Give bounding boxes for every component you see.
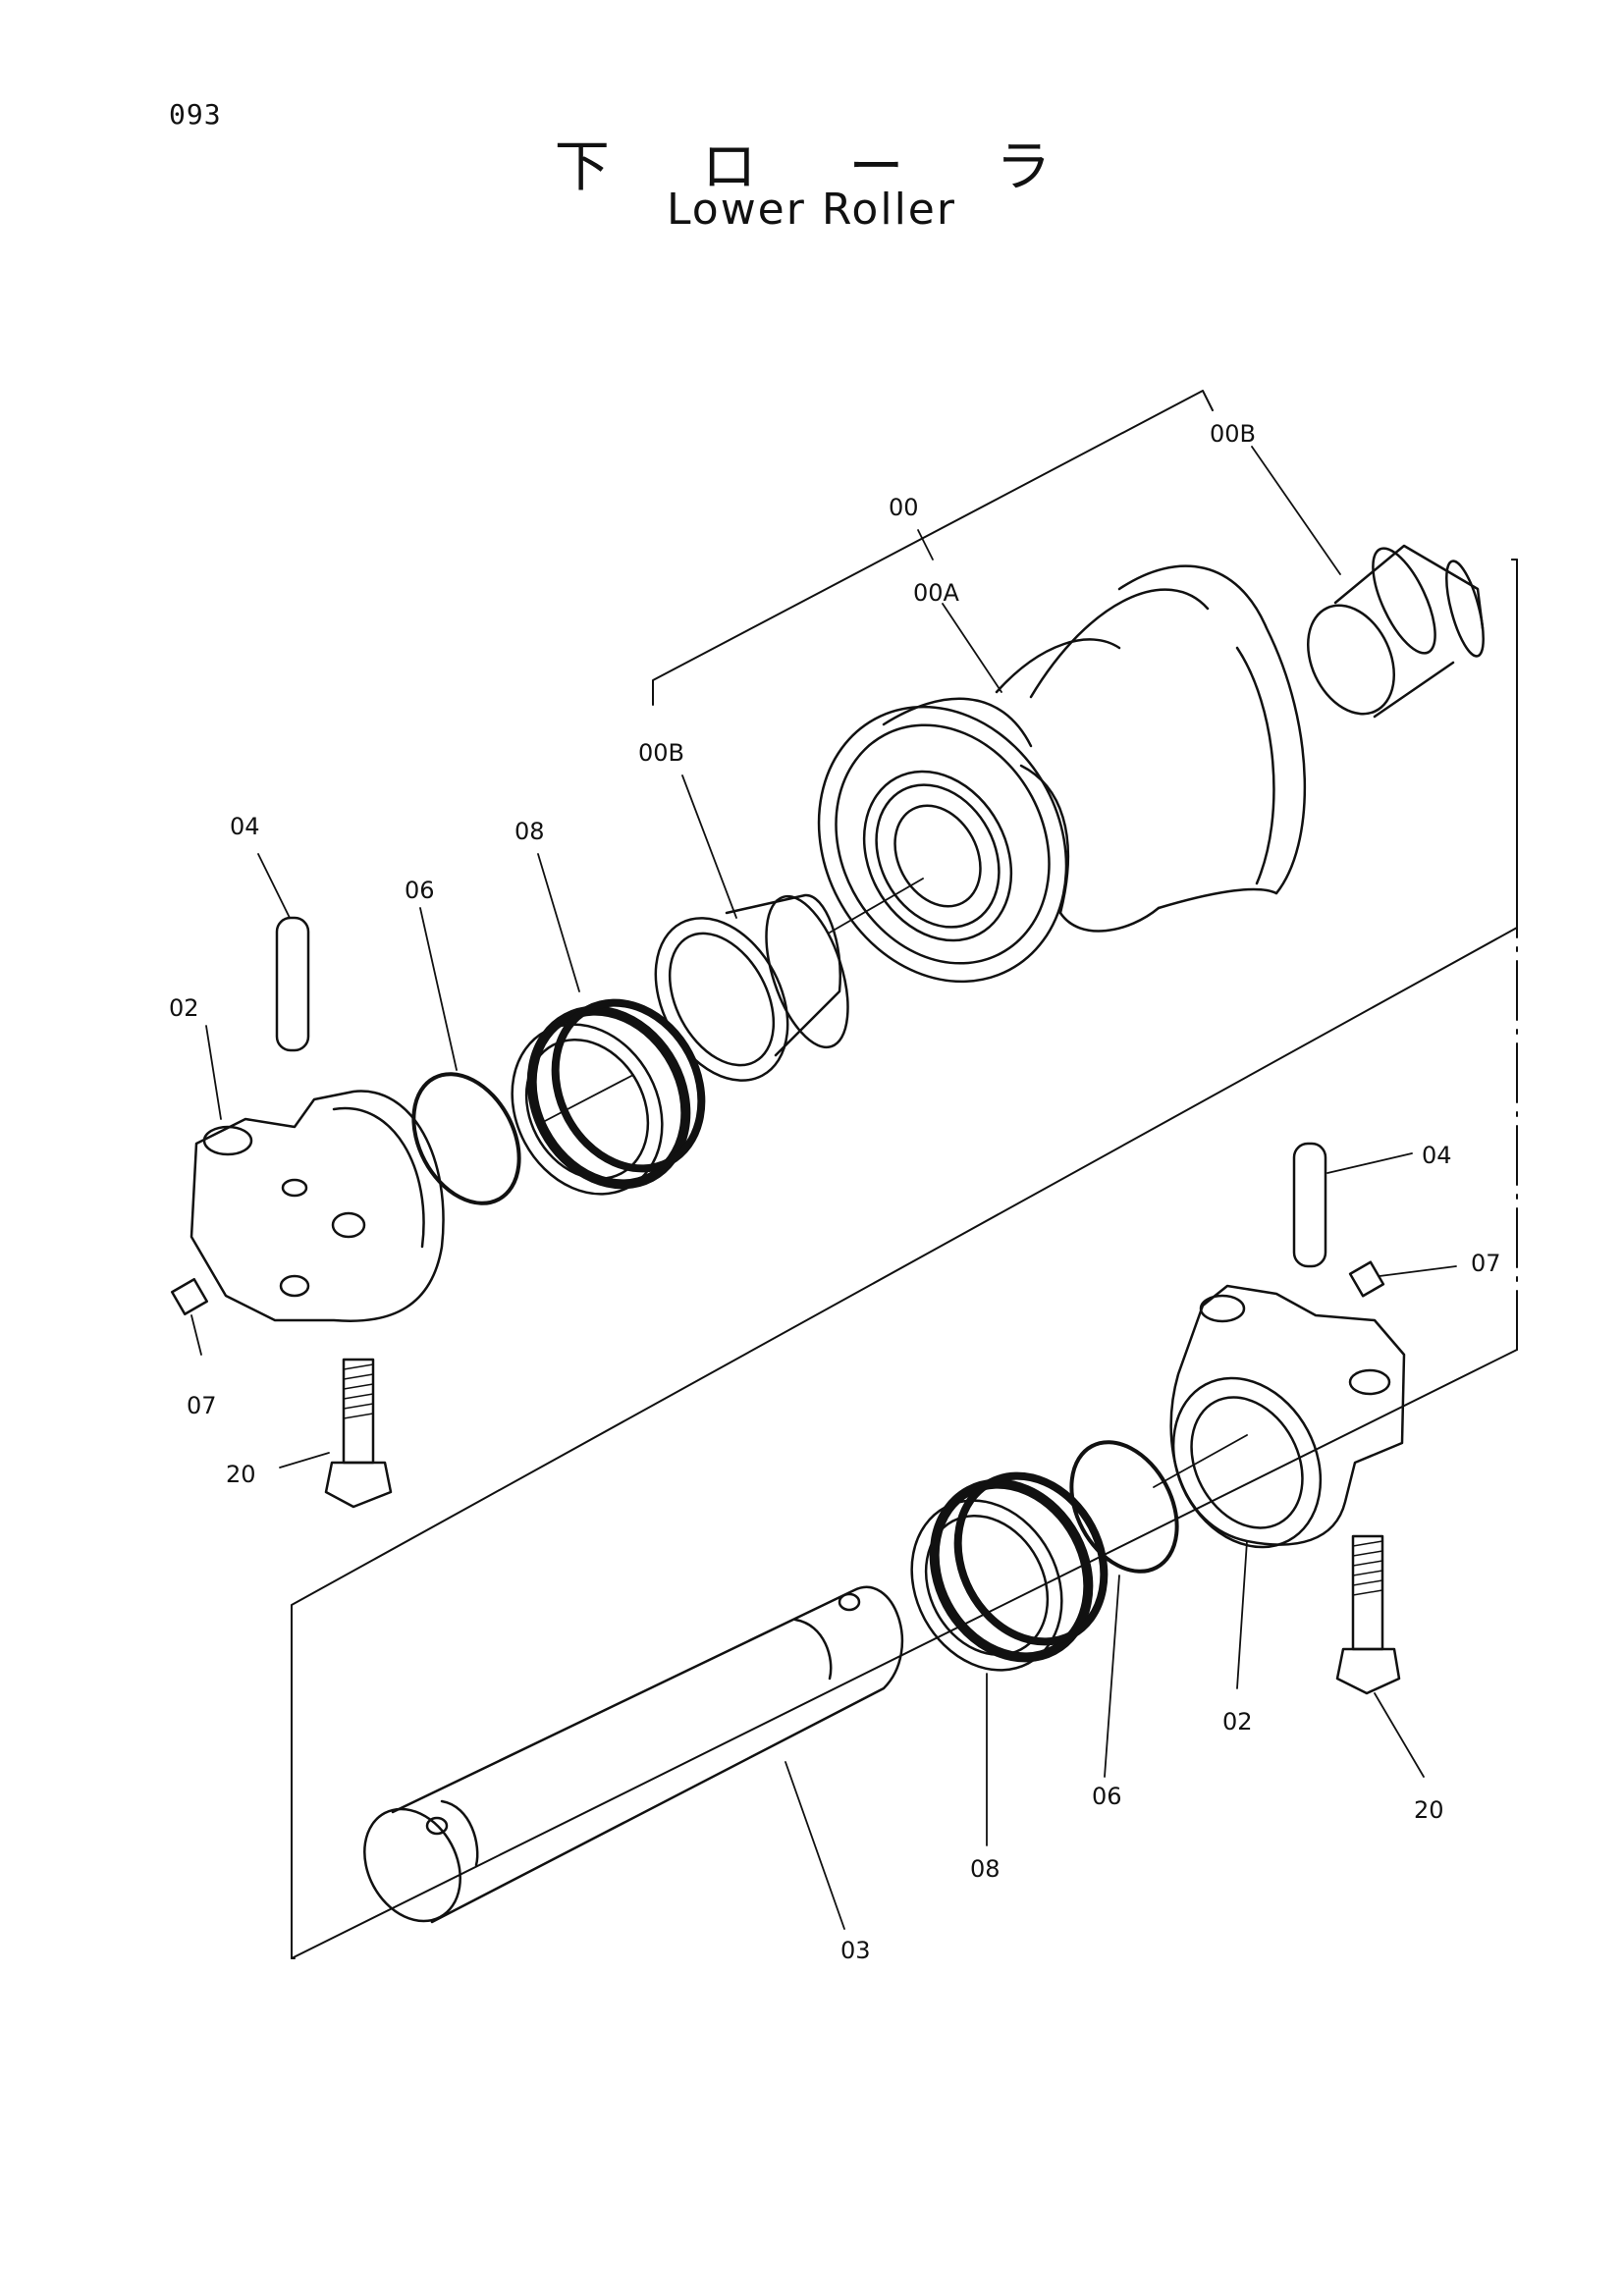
roller-body-00A	[817, 564, 1307, 984]
o-ring-06-left	[411, 1072, 521, 1205]
label-06-left: 06	[405, 877, 435, 904]
collar-02-left	[189, 1090, 445, 1322]
collar-02-right	[1169, 1284, 1406, 1549]
label-07-right: 07	[1471, 1250, 1501, 1277]
bushing-00B-right	[1306, 544, 1485, 719]
title-japanese: 下 ロ ー ラ	[554, 135, 1089, 199]
plug-07-right	[1348, 1260, 1385, 1298]
pin-04-left	[275, 916, 310, 1052]
label-20-left: 20	[226, 1461, 256, 1488]
assembly-bracket	[291, 390, 1518, 1959]
label-07-left: 07	[187, 1392, 217, 1419]
label-08-left: 08	[514, 818, 545, 845]
leader-lines	[190, 446, 1457, 1930]
pin-04-right	[1292, 1142, 1327, 1268]
label-00: 00	[889, 494, 919, 521]
label-00A: 00A	[913, 579, 960, 607]
callout-labels: 00B 00 00A 00B 08 04 06 02 07 20 04 07 0…	[169, 420, 1501, 1964]
label-04-right: 04	[1422, 1142, 1452, 1169]
title-english: Lower Roller	[667, 185, 956, 235]
label-03: 03	[840, 1937, 871, 1964]
seal-08-right	[910, 1471, 1109, 1672]
shaft-03	[363, 1585, 904, 1924]
o-ring-06-right	[1069, 1440, 1179, 1574]
label-06-right: 06	[1092, 1783, 1122, 1810]
plug-07-left	[170, 1277, 209, 1316]
page-number: 093	[169, 98, 222, 131]
label-08-right: 08	[970, 1855, 1001, 1883]
label-04-left: 04	[230, 813, 260, 840]
bushing-00B-left	[654, 893, 849, 1082]
bolt-20-left	[324, 1358, 393, 1509]
bolt-20-right	[1335, 1534, 1401, 1695]
label-02-right: 02	[1222, 1708, 1253, 1735]
label-00B-left: 00B	[638, 739, 684, 767]
label-00B-right: 00B	[1210, 420, 1256, 448]
label-02-left: 02	[169, 994, 199, 1022]
label-20-right: 20	[1414, 1796, 1444, 1824]
seal-08-left	[511, 998, 706, 1196]
